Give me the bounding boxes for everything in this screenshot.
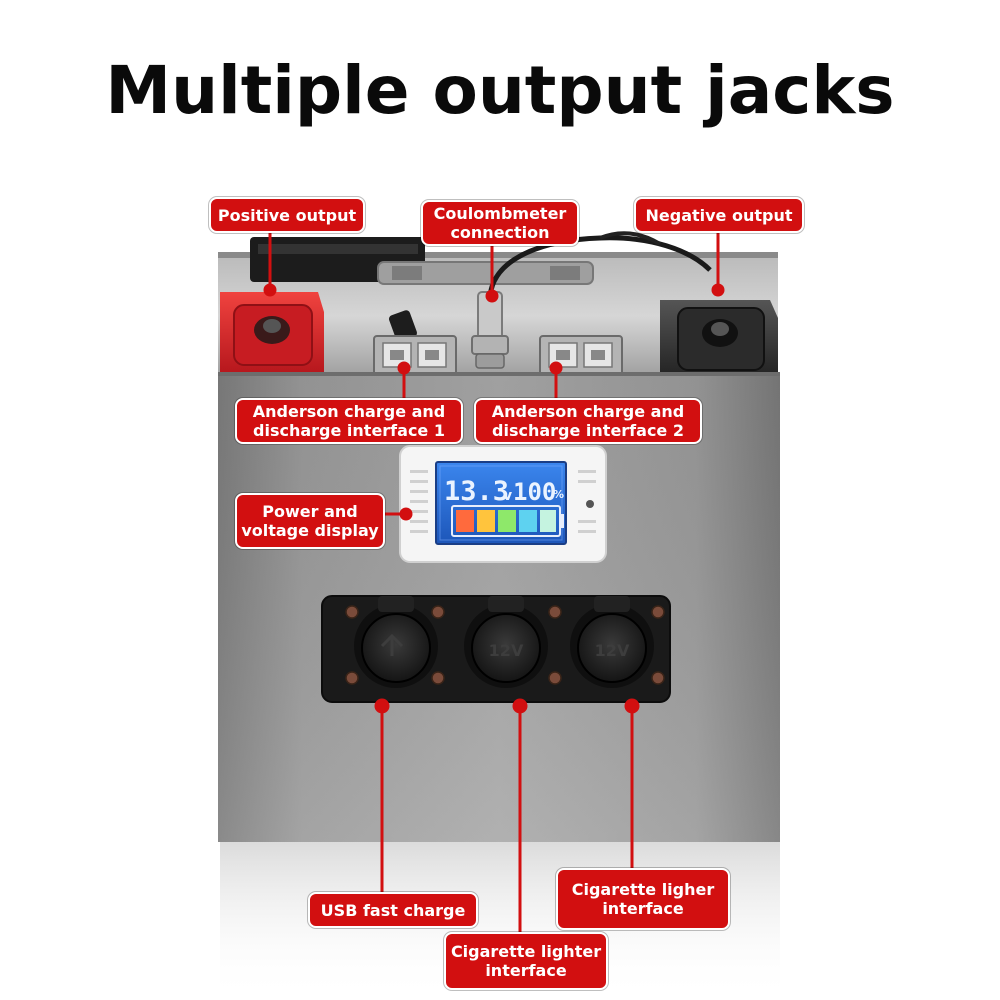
lcd-percent-unit: % [553, 488, 564, 501]
lcd-percent: 100 [513, 478, 556, 506]
callout-power-display: Power and voltage display [235, 493, 385, 549]
anderson-connector-1 [373, 335, 457, 377]
coulombmeter-cable [487, 235, 712, 301]
voltage-display-module [399, 445, 607, 563]
callout-cigarette-right: Cigarette ligher interface [556, 868, 730, 930]
lcd-voltage-unit: v [503, 488, 512, 504]
battery-segment [498, 510, 516, 532]
callout-anderson-2: Anderson charge and discharge interface … [474, 398, 702, 444]
battery-segment [477, 510, 495, 532]
lcd-voltage: 13.3 [444, 476, 509, 507]
usb-socket [354, 596, 438, 688]
socket-label-right: 12V [595, 641, 630, 660]
battery-segment [456, 510, 474, 532]
socket-label-center: 12V [489, 641, 524, 660]
cigarette-socket-center [464, 596, 548, 688]
callout-coulombmeter: Coulombmeter connection [421, 200, 579, 246]
battery-segment [519, 510, 537, 532]
cigarette-socket-right [570, 596, 654, 688]
negative-terminal [660, 300, 778, 378]
callout-anderson-1: Anderson charge and discharge interface … [235, 398, 463, 444]
positive-terminal [220, 292, 324, 375]
callout-positive-output: Positive output [209, 197, 365, 233]
callout-negative-output: Negative output [634, 197, 804, 233]
callout-usb-fast-charge: USB fast charge [308, 892, 478, 928]
battery-segment [540, 510, 556, 532]
callout-cigarette-center: Cigarette lighter interface [444, 932, 608, 990]
page-title: Multiple output jacks [105, 52, 895, 129]
